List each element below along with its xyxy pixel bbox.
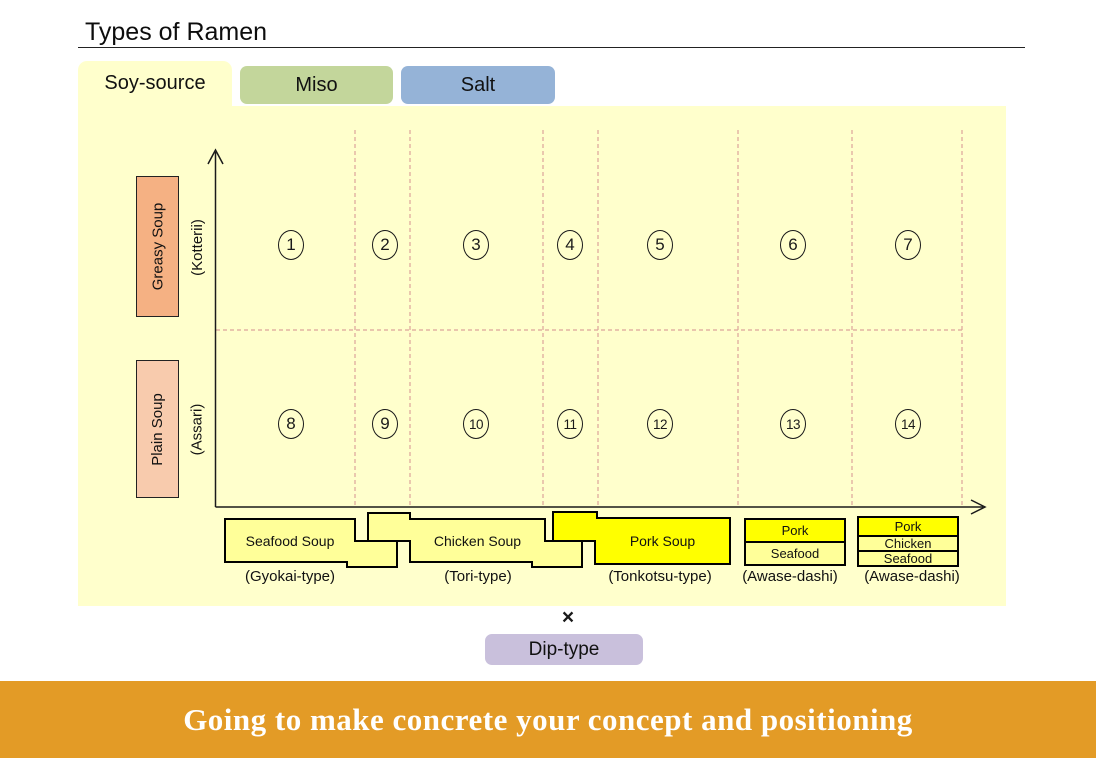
seafood-soup-box-label: Seafood Soup [245,533,335,549]
gyokai-type-label: (Gyokai-type) [244,568,336,585]
cell-number-5: 5 [647,230,673,260]
awase2-seafood-cell [857,550,959,567]
y-axis-arrowhead-icon [207,148,224,165]
cell-number-12: 12 [647,409,673,439]
dip-type-label: Dip-type [528,638,600,660]
tab-miso-label: Miso [295,73,338,96]
plain-soup-box: Plain Soup [136,360,179,498]
cell-number-7: 7 [895,230,921,260]
pork-soup-box-label: Pork Soup [629,533,696,549]
assari-label: (Assari) [188,403,206,455]
cell-number-14: 14 [895,409,921,439]
pork-soup-shape [552,511,731,565]
cell-number-3: 3 [463,230,489,260]
tab-soy-source[interactable]: Soy-source [78,61,232,106]
bottom-banner: Going to make concrete your concept and … [0,681,1096,758]
tab-salt[interactable]: Salt [401,66,555,104]
greasy-soup-label: Greasy Soup [149,202,167,291]
tonkotsu-type-label: (Tonkotsu-type) [608,568,712,585]
positioning-matrix-panel [78,106,1006,606]
tab-salt-label: Salt [460,73,496,96]
tori-type-label: (Tori-type) [444,568,512,585]
chicken-soup-box-label: Chicken Soup [433,533,522,549]
cell-number-4: 4 [557,230,583,260]
awase2-chicken-label: Chicken [884,536,932,551]
seafood-soup-shape [224,518,398,568]
cell-number-8: 8 [278,409,304,439]
cell-number-13: 13 [780,409,806,439]
title-underline [78,47,1025,48]
awase2-seafood-label: Seafood [883,551,933,566]
x-axis-arrowhead-icon [970,499,987,515]
tab-soy-source-label: Soy-source [104,72,206,94]
cell-number-6: 6 [780,230,806,260]
kotteri-label: (Kotterii) [188,218,206,276]
greasy-soup-box: Greasy Soup [136,176,179,317]
awase1-seafood-cell [744,541,846,566]
plain-soup-label: Plain Soup [149,392,166,466]
cell-number-11: 11 [557,409,583,439]
tab-miso[interactable]: Miso [240,66,393,104]
awase1-pork-label: Pork [781,523,809,538]
awase-dashi-label-1: (Awase-dashi) [742,568,838,585]
matrix-graphics [207,130,987,568]
cross-mark-icon: × [561,606,575,629]
page-title: Types of Ramen [85,18,268,46]
dip-type-box: Dip-type [485,634,643,665]
banner-text: Going to make concrete your concept and … [183,701,913,737]
cell-number-10: 10 [463,409,489,439]
cell-number-1: 1 [278,230,304,260]
cell-number-9: 9 [372,409,398,439]
chicken-soup-shape [367,512,583,568]
awase-dashi-label-2: (Awase-dashi) [864,568,960,585]
cell-number-2: 2 [372,230,398,260]
awase1-seafood-label: Seafood [770,546,820,561]
awase2-pork-label: Pork [894,519,922,534]
